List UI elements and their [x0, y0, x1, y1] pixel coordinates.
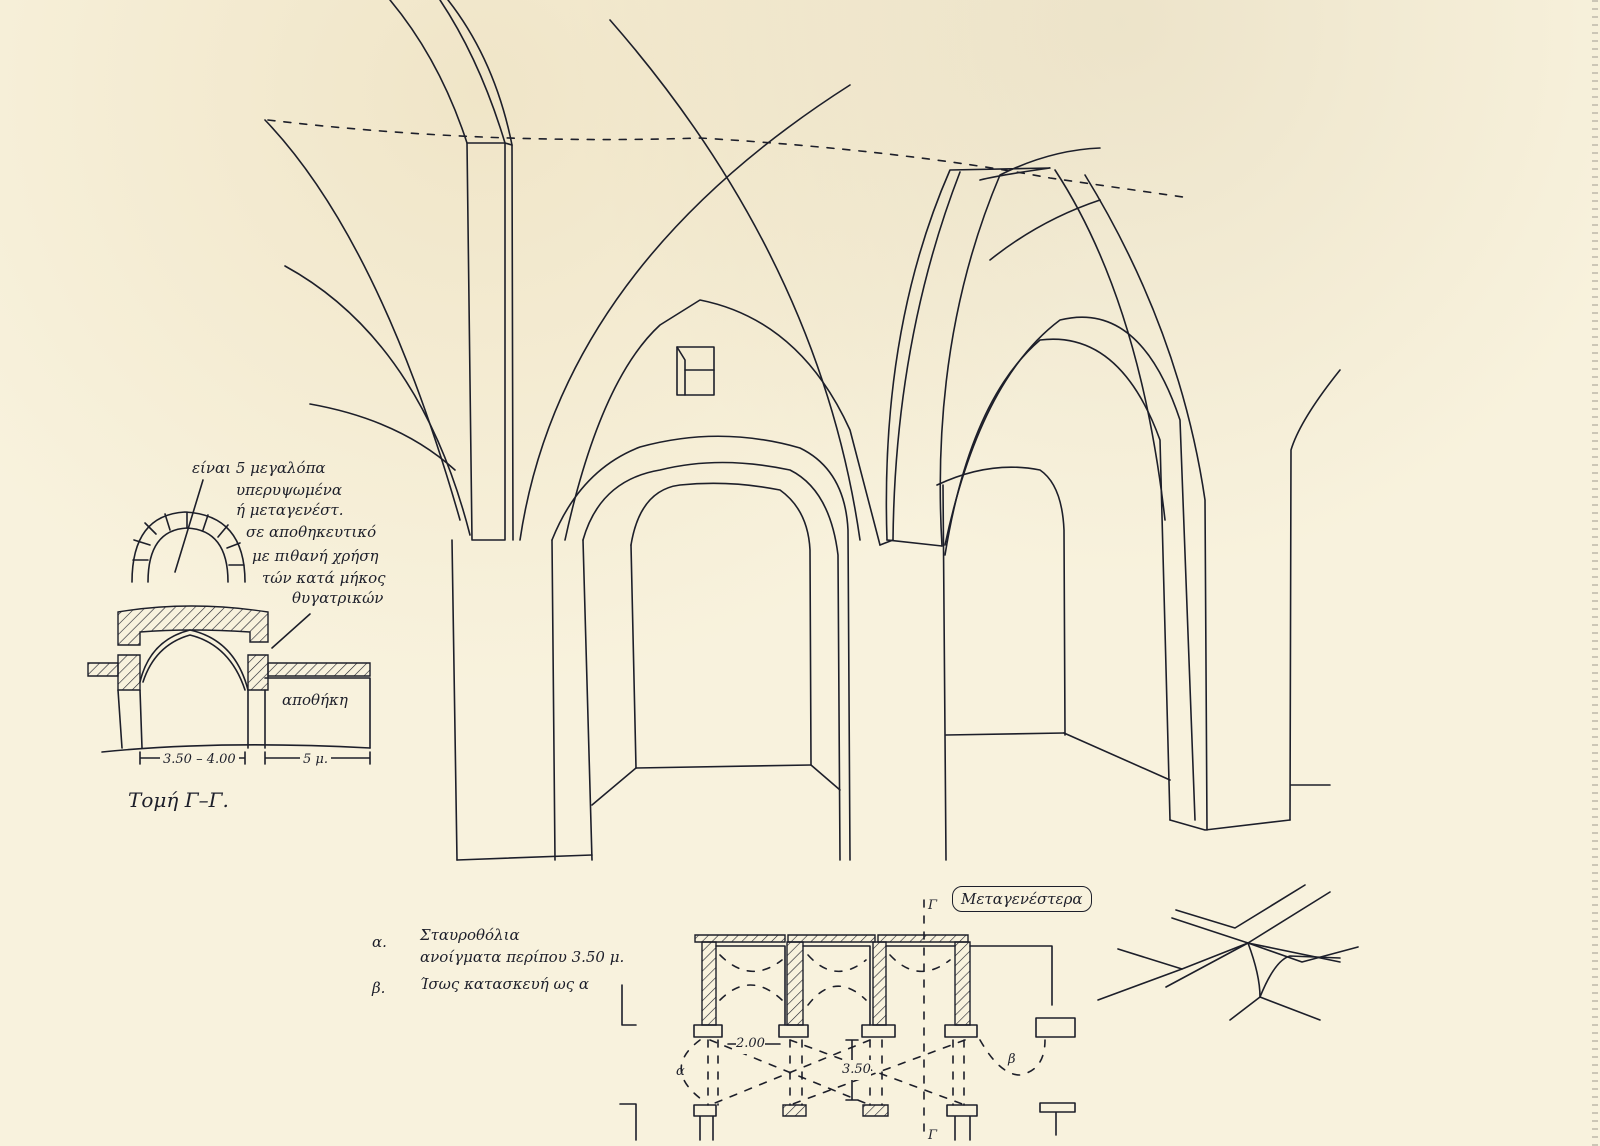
legend-b-marker: β. [372, 979, 386, 997]
section-note-line-5: με πιθανή χρήση [252, 547, 379, 565]
section-note-line-3: ή μεταγενέστ. [236, 501, 344, 519]
section-note-line-1: είναι 5 μεγαλόπα [192, 459, 326, 477]
legend-b-line-1: Ίσως κατασκευή ως α [420, 975, 589, 993]
legend-a-line-1: Σταυροθόλια [420, 926, 520, 944]
perforated-edge [1592, 0, 1598, 1146]
plan-dim-span: 2.00 [736, 1034, 765, 1054]
plan-dim-depth: 3.50 [842, 1060, 871, 1080]
plan-vault-b: β [1008, 1052, 1016, 1067]
section-sketch [87, 479, 371, 765]
dimension-right: 5 μ. [300, 750, 331, 770]
plan-vault-a: α [676, 1064, 685, 1079]
room-label: αποθήκη [282, 691, 348, 709]
section-note-line-7: θυγατρικών [292, 589, 384, 607]
section-title: Τομή Γ–Γ. [128, 788, 229, 812]
section-mark-bottom: Γ [928, 1128, 938, 1143]
dimension-left: 3.50 – 4.00 [160, 750, 239, 770]
plan-boxed-label: Μεταγενέστερα [952, 886, 1092, 912]
section-note-line-4: σε αποθηκευτικό [246, 523, 377, 541]
legend-a-marker: α. [372, 933, 387, 951]
rib-intersection-detail [1097, 884, 1359, 1021]
perspective-vault-view [264, 0, 1341, 861]
section-note-line-6: τών κατά μήκος [262, 569, 386, 587]
section-mark-top: Γ [928, 898, 938, 913]
legend-a-line-2: ανοίγματα περίπου 3.50 μ. [420, 948, 625, 966]
floor-plan [619, 899, 1076, 1141]
section-note-line-2: υπερυψωμένα [236, 481, 343, 499]
